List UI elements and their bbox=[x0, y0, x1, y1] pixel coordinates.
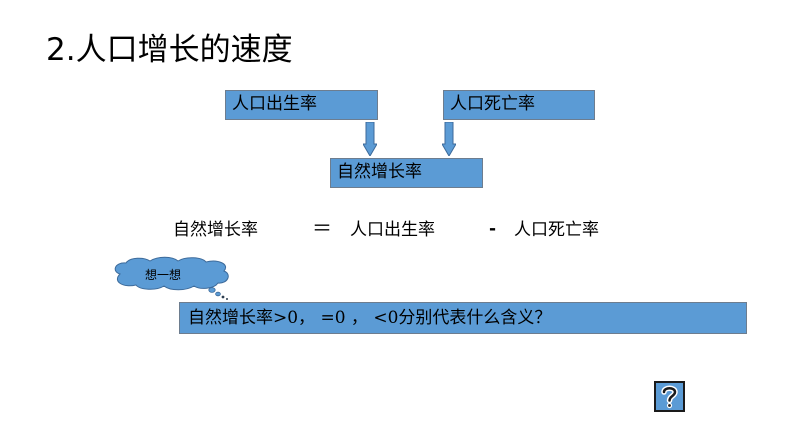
page-title: 2.人口增长的速度 bbox=[46, 32, 293, 68]
thought-bubble-label: 想一想 bbox=[145, 268, 182, 282]
question-box: 自然增长率>0， =0 ， <0分别代表什么含义？ bbox=[179, 302, 747, 334]
birth-rate-box: 人口出生率 bbox=[225, 90, 378, 120]
equation-equals-sign: ＝ bbox=[312, 216, 332, 240]
thought-bubble-icon bbox=[114, 256, 229, 300]
natural-growth-box: 自然增长率 bbox=[330, 158, 483, 188]
down-arrow-icon bbox=[442, 122, 456, 156]
equation-natural-growth: 自然增长率 bbox=[173, 220, 258, 240]
help-button[interactable] bbox=[654, 381, 685, 412]
equation-minus-sign: - bbox=[489, 219, 497, 239]
question-mark-icon bbox=[661, 385, 678, 409]
equation-birth-rate: 人口出生率 bbox=[350, 220, 435, 240]
equation-death-rate: 人口死亡率 bbox=[514, 220, 599, 240]
down-arrow-icon bbox=[363, 122, 377, 156]
death-rate-box: 人口死亡率 bbox=[443, 90, 595, 120]
